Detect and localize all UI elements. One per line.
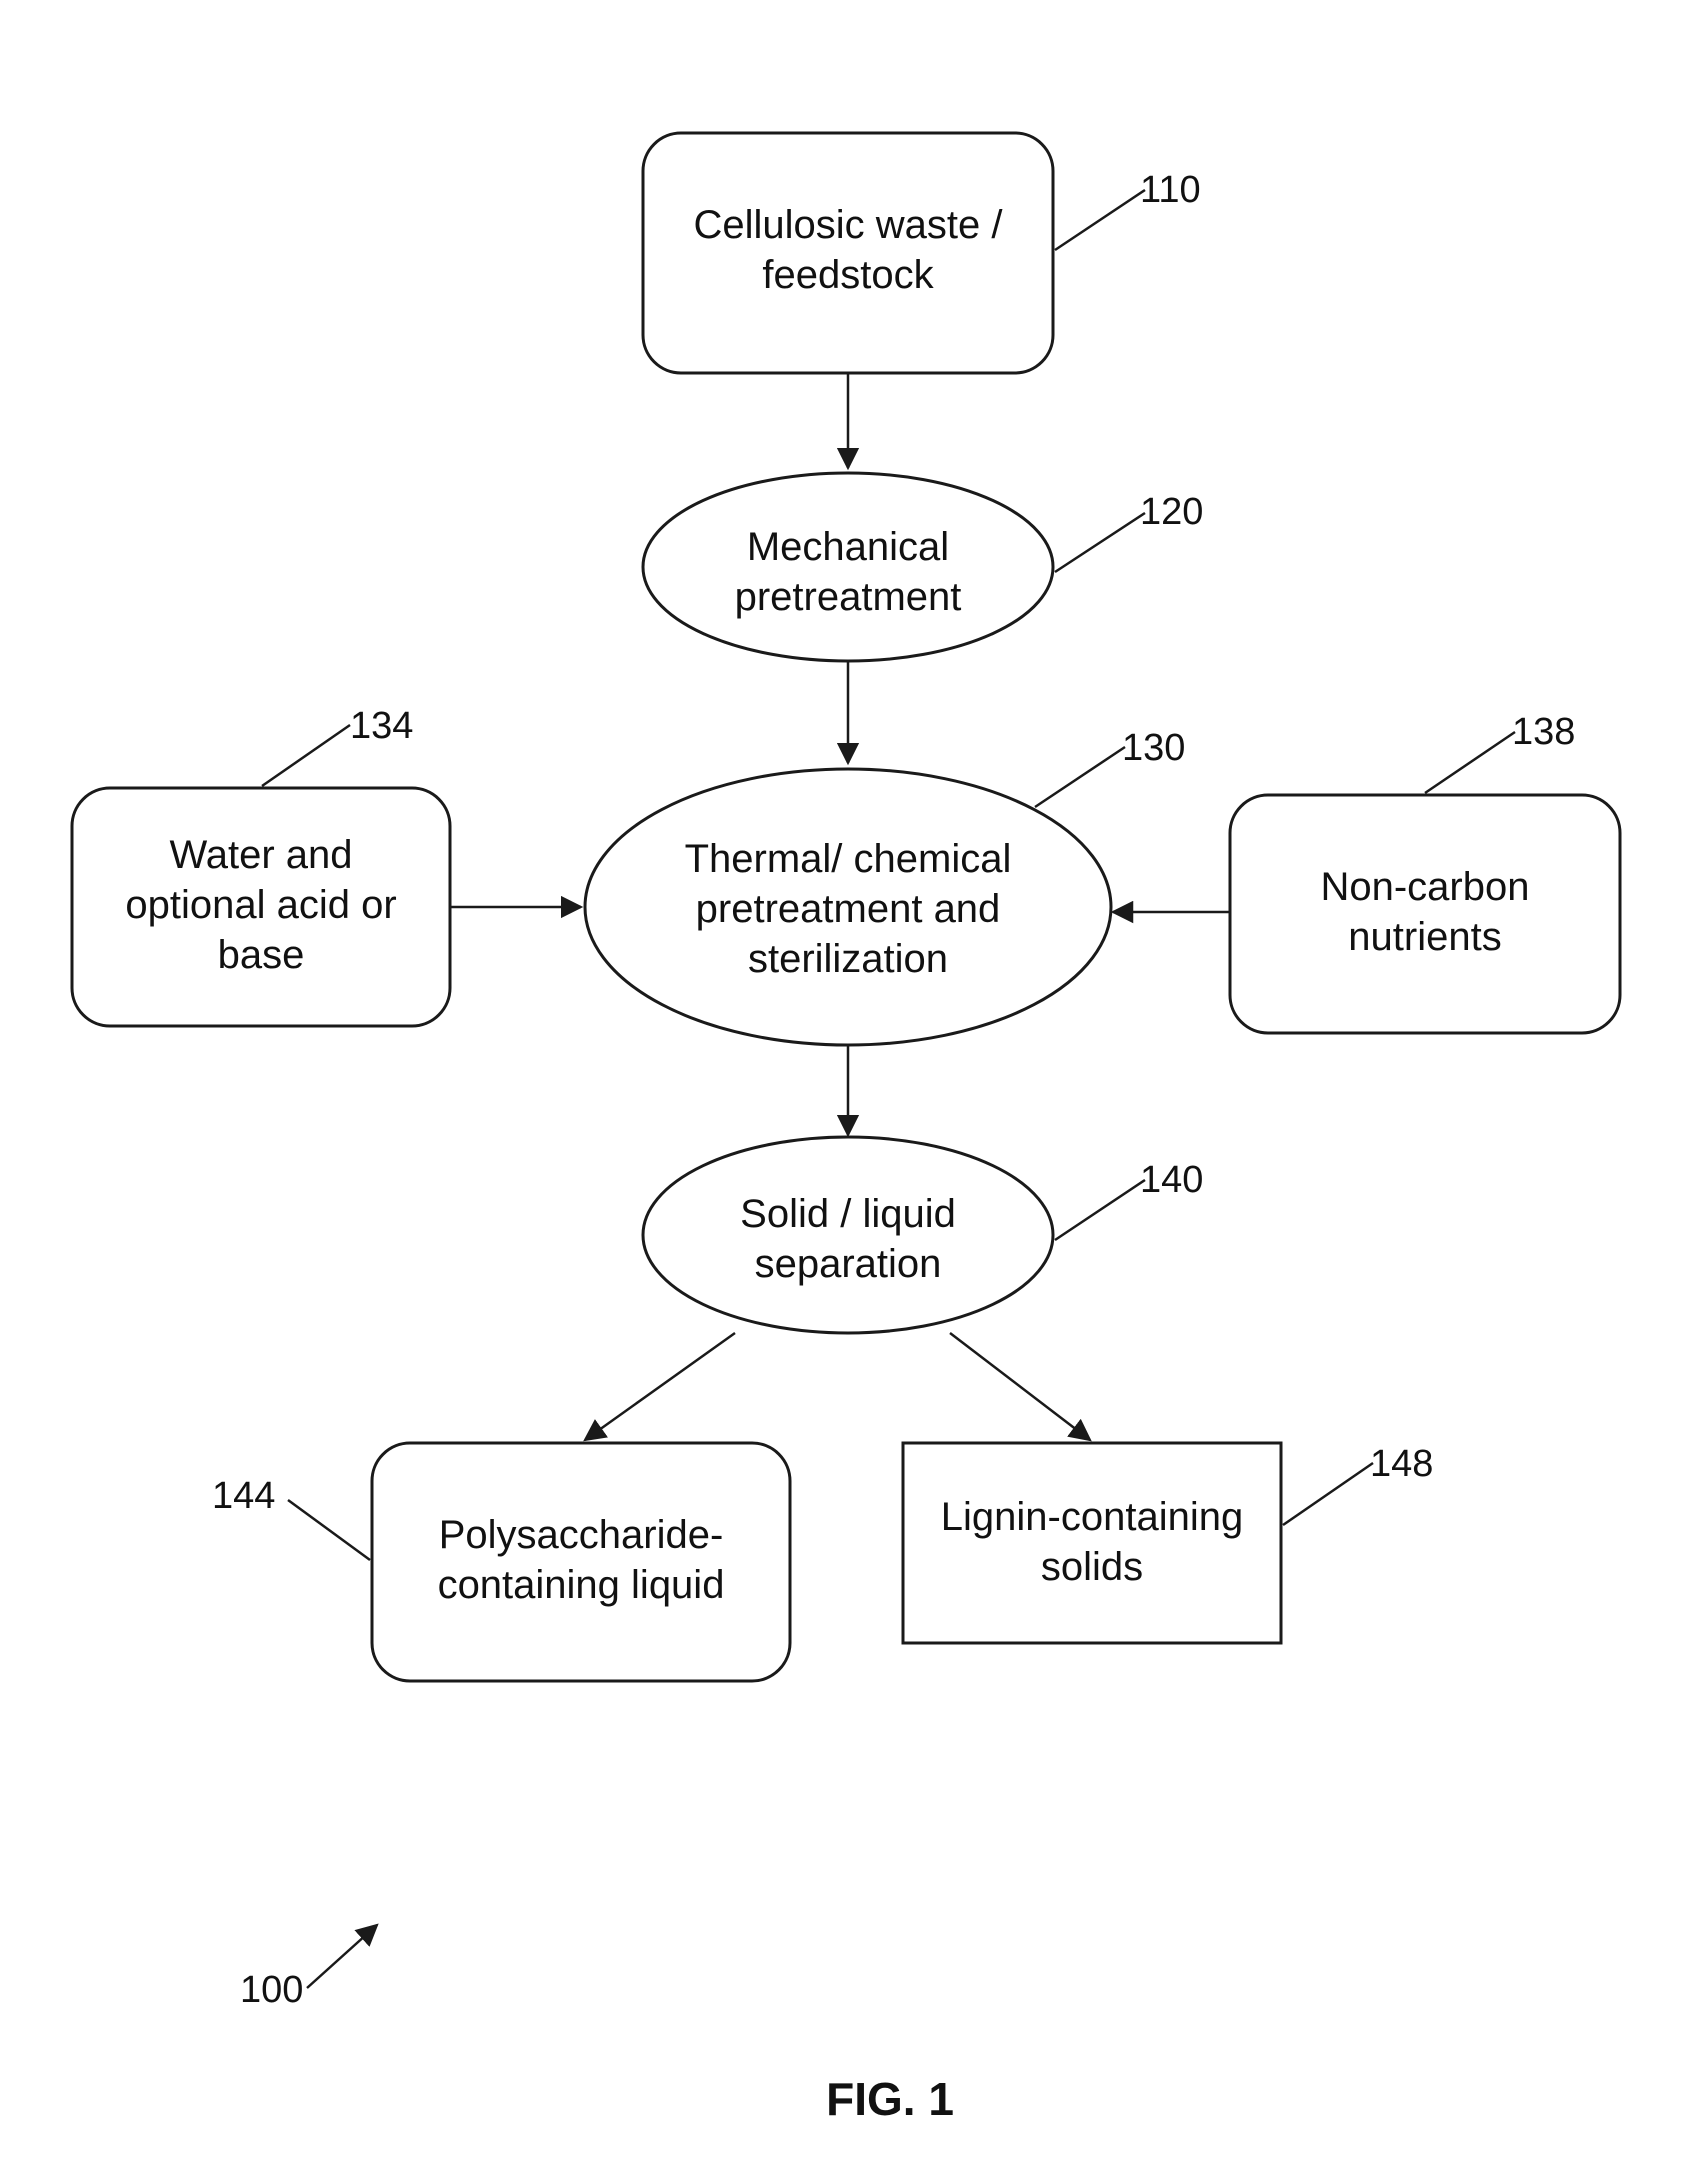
node-148-line-2: solids [1041,1545,1143,1589]
leader-134 [262,725,350,786]
node-polysaccharide-liquid: Polysaccharide- containing liquid [372,1443,790,1681]
node-148-box [903,1443,1281,1643]
ref-label-138: 138 [1512,711,1575,753]
figure-ref-arrow [307,1925,377,1988]
node-148-line-1: Lignin-containing [941,1495,1243,1539]
ref-label-144: 144 [212,1475,275,1517]
node-thermal-chemical-pretreatment: Thermal/ chemical pretreatment and steri… [585,769,1111,1045]
leader-120 [1055,513,1145,572]
node-solid-liquid-separation: Solid / liquid separation [643,1137,1053,1333]
node-130-line-1: Thermal/ chemical [685,837,1012,881]
ref-label-130: 130 [1122,727,1185,769]
node-144-line-1: Polysaccharide- [439,1513,724,1557]
node-138-line-1: Non-carbon [1320,865,1529,909]
node-138-line-2: nutrients [1348,915,1501,959]
figure-label: FIG. 1 [826,2073,954,2125]
node-130-line-3: sterilization [748,937,948,981]
node-120-line-1: Mechanical [747,525,949,569]
node-140-line-1: Solid / liquid [740,1192,956,1236]
ref-label-134: 134 [350,705,413,747]
arrow-140-to-144 [585,1333,735,1440]
leader-144 [288,1500,370,1560]
leader-138 [1425,732,1515,793]
ref-label-148: 148 [1370,1443,1433,1485]
arrow-140-to-148 [950,1333,1090,1440]
node-134-line-1: Water and [169,833,352,877]
figure-ref-label: 100 [240,1969,303,2011]
ref-label-110: 110 [1140,169,1201,211]
ref-label-120: 120 [1140,491,1203,533]
ref-label-140: 140 [1140,1159,1203,1201]
node-water-optional-acid-base: Water and optional acid or base [72,788,450,1026]
node-140-line-2: separation [755,1242,942,1286]
node-130-line-2: pretreatment and [696,887,1001,931]
node-mechanical-pretreatment: Mechanical pretreatment [643,473,1053,661]
node-110-line-1: Cellulosic waste / [693,203,1003,247]
leader-148 [1283,1463,1373,1525]
node-134-line-3: base [218,933,305,977]
node-non-carbon-nutrients: Non-carbon nutrients [1230,795,1620,1033]
node-144-box [372,1443,790,1681]
node-lignin-solids: Lignin-containing solids [903,1443,1281,1643]
leader-130 [1035,747,1125,807]
leader-140 [1055,1180,1145,1240]
node-138-box [1230,795,1620,1033]
node-134-line-2: optional acid or [125,883,396,927]
node-cellulosic-waste-feedstock: Cellulosic waste / feedstock [643,133,1053,373]
leader-110 [1055,190,1145,250]
node-110-line-2: feedstock [762,253,934,297]
node-120-line-2: pretreatment [735,575,962,619]
node-144-line-2: containing liquid [438,1563,725,1607]
